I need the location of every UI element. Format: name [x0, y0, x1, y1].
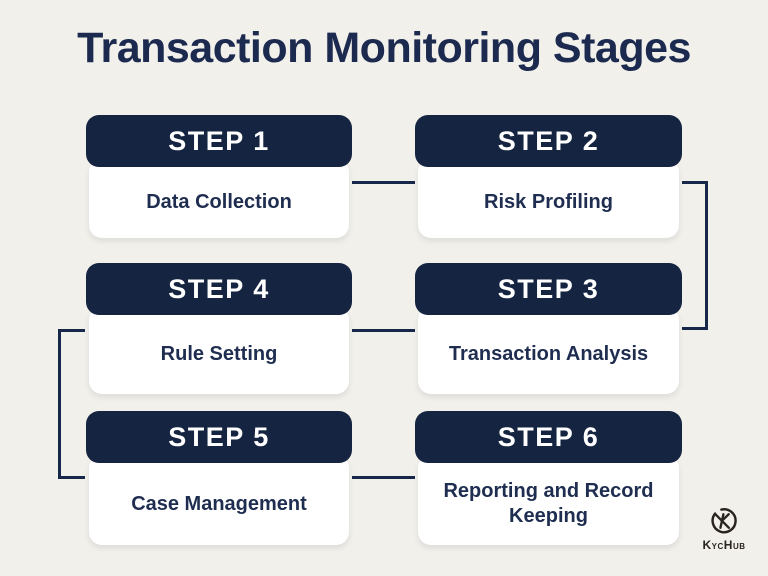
step-title: Risk Profiling — [418, 159, 679, 238]
step-box-1: Data Collection STEP 1 — [86, 115, 352, 238]
step-title: Case Management — [89, 455, 349, 545]
step-box-5: Case Management STEP 5 — [86, 411, 352, 545]
step-title: Transaction Analysis — [418, 307, 679, 394]
step-header: STEP 3 — [415, 263, 682, 315]
step-box-6: Reporting and Record Keeping STEP 6 — [415, 411, 682, 545]
k-in-circle-icon — [711, 508, 737, 534]
page-title: Transaction Monitoring Stages — [77, 24, 691, 72]
step-title: Reporting and Record Keeping — [418, 455, 679, 545]
kychub-logo: KycHub — [686, 505, 762, 552]
connector-step1-step2 — [352, 181, 415, 184]
step-header: STEP 1 — [86, 115, 352, 167]
step-box-2: Risk Profiling STEP 2 — [415, 115, 682, 238]
step-box-4: Rule Setting STEP 4 — [86, 263, 352, 394]
connector-step4-step5-bracket — [58, 329, 85, 479]
connector-step5-step6 — [352, 476, 415, 479]
step-header: STEP 6 — [415, 411, 682, 463]
step-header: STEP 2 — [415, 115, 682, 167]
connector-step3-step4 — [352, 329, 415, 332]
connector-step2-step3-bracket — [682, 181, 708, 330]
brand-name: KycHub — [702, 538, 746, 552]
step-title: Data Collection — [89, 159, 349, 238]
step-header: STEP 4 — [86, 263, 352, 315]
step-title: Rule Setting — [89, 307, 349, 394]
step-header: STEP 5 — [86, 411, 352, 463]
step-box-3: Transaction Analysis STEP 3 — [415, 263, 682, 394]
